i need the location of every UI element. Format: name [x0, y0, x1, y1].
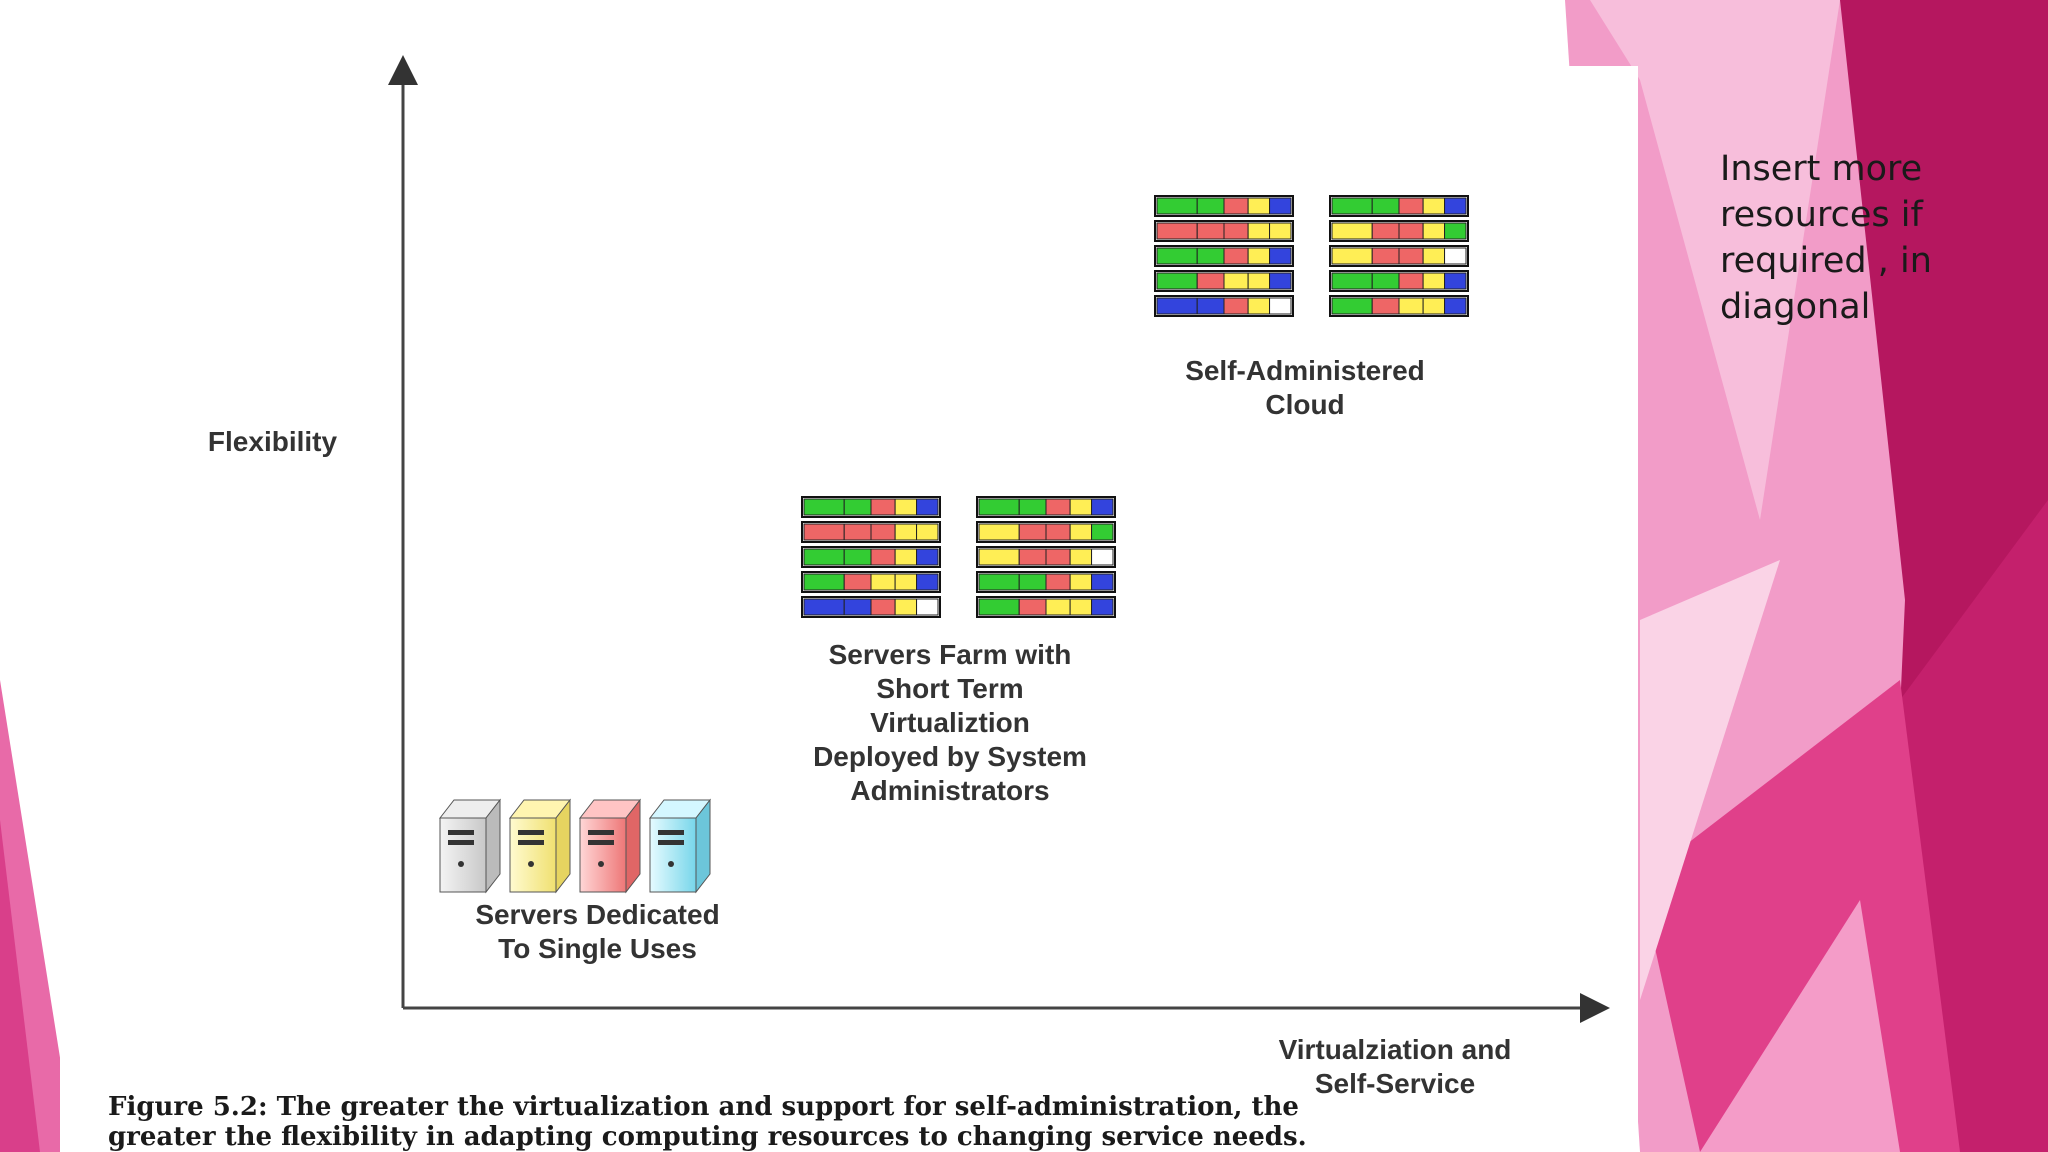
rack-server-icon [1154, 195, 1294, 317]
tower-server-icon [508, 798, 572, 894]
rack-server-icon [1329, 195, 1469, 317]
tower-server-icon [648, 798, 712, 894]
rack-servers [801, 195, 1469, 618]
rack-server-icon [801, 496, 941, 618]
tower-servers [438, 798, 712, 894]
caption-line-1: Figure 5.2: The greater the virtualizati… [108, 1092, 1299, 1122]
figure-caption: Figure 5.2: The greater the virtualizati… [108, 1092, 1648, 1152]
side-note: Insert more resources if required , in d… [1720, 149, 1932, 327]
stage-label-cloud: Self-Administered Cloud [1185, 355, 1425, 420]
caption-line-2: greater the flexibility in adapting comp… [108, 1122, 1307, 1152]
x-axis-label: Virtualziation and Self-Service [1278, 1034, 1512, 1099]
rack-server-icon [976, 496, 1116, 618]
tower-server-icon [438, 798, 502, 894]
stage-label-server-farm: Servers Farm with Short Term Virtualizti… [813, 639, 1087, 806]
tower-server-icon [578, 798, 642, 894]
y-axis-label: Flexibility [207, 426, 338, 457]
stage-label-dedicated: Servers Dedicated To Single Uses [475, 899, 720, 964]
